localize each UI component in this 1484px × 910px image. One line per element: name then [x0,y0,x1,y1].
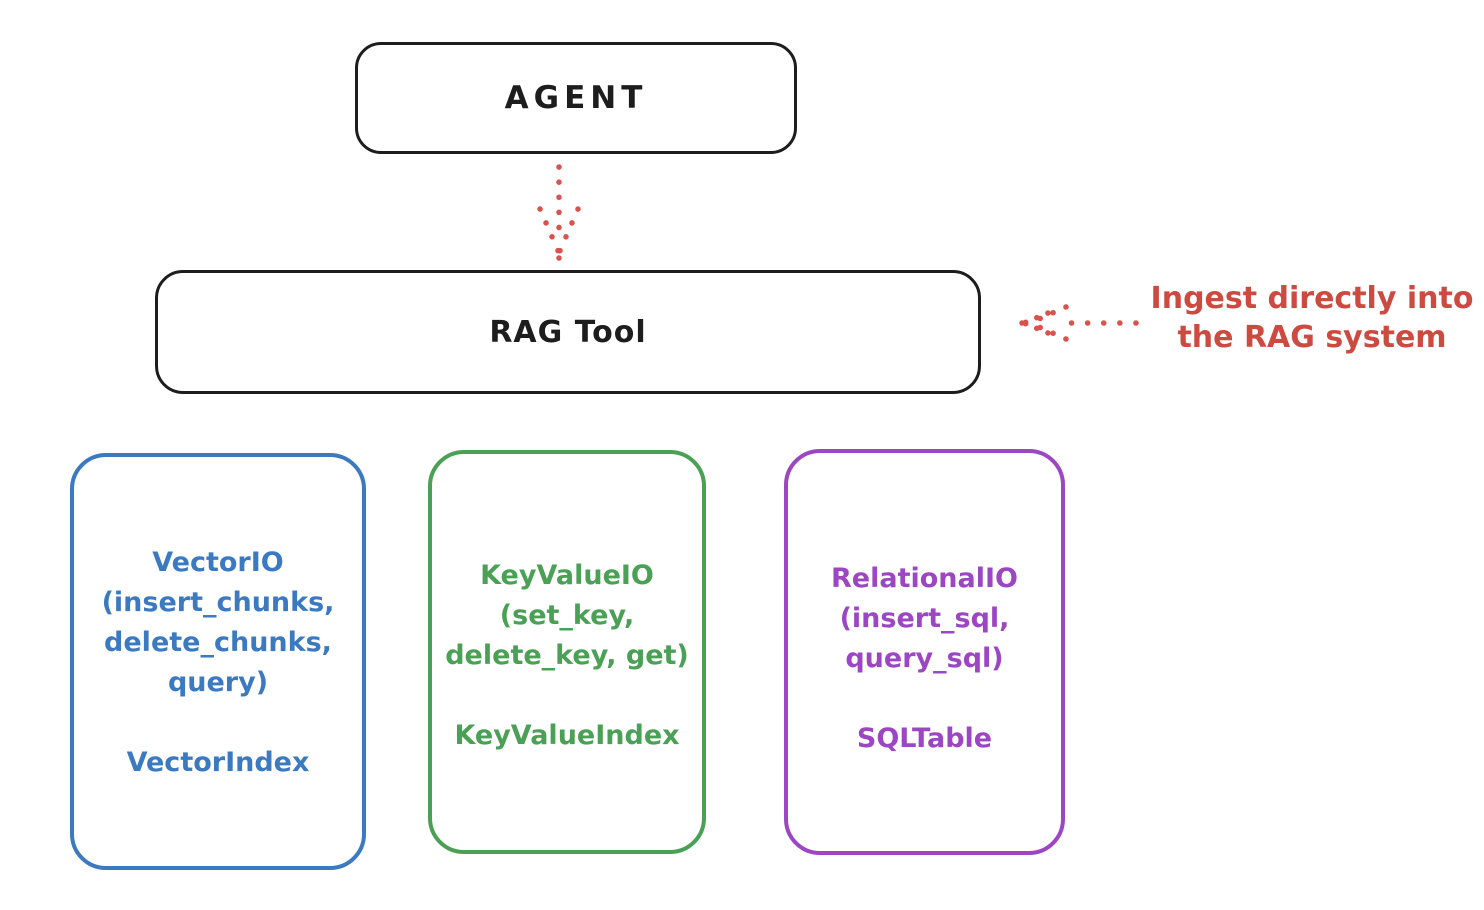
key-value-io-methods-line1: (set_key, [499,600,635,631]
agent-label: AGENT [504,80,648,116]
ingest-annotation-line2: the RAG system [1177,320,1447,355]
node-agent: AGENT [355,42,797,154]
relational-io-methods-line1: (insert_sql, [839,603,1010,634]
vector-index-label: VectorIndex [126,747,310,778]
key-value-io-methods-line2: delete_key, get) [445,640,689,671]
vector-io-methods-line1: (insert_chunks, [101,587,335,618]
sql-table-label: SQLTable [856,723,993,754]
vector-io-methods-line3: query) [167,667,269,698]
vector-io-methods-line2: delete_chunks, [104,627,332,658]
vector-io-title: VectorIO [152,547,284,578]
relational-io-title: RelationalIO [831,563,1018,594]
node-vector-io: VectorIO (insert_chunks, delete_chunks, … [70,453,366,870]
rag-tool-label: RAG Tool [489,314,647,350]
annotation-to-rag-dotted-arrow-icon [1019,304,1139,342]
agent-to-rag-dotted-arrow-icon [537,164,581,261]
node-relational-io: RelationalIO (insert_sql, query_sql) SQL… [784,449,1065,855]
relational-io-methods-line2: query_sql) [845,643,1004,674]
key-value-index-label: KeyValueIndex [454,720,680,751]
ingest-annotation: Ingest directly into the RAG system [1138,279,1484,357]
node-rag-tool: RAG Tool [155,270,981,394]
node-key-value-io: KeyValueIO (set_key, delete_key, get) Ke… [428,450,706,854]
key-value-io-title: KeyValueIO [480,560,654,591]
ingest-annotation-line1: Ingest directly into [1150,281,1474,316]
